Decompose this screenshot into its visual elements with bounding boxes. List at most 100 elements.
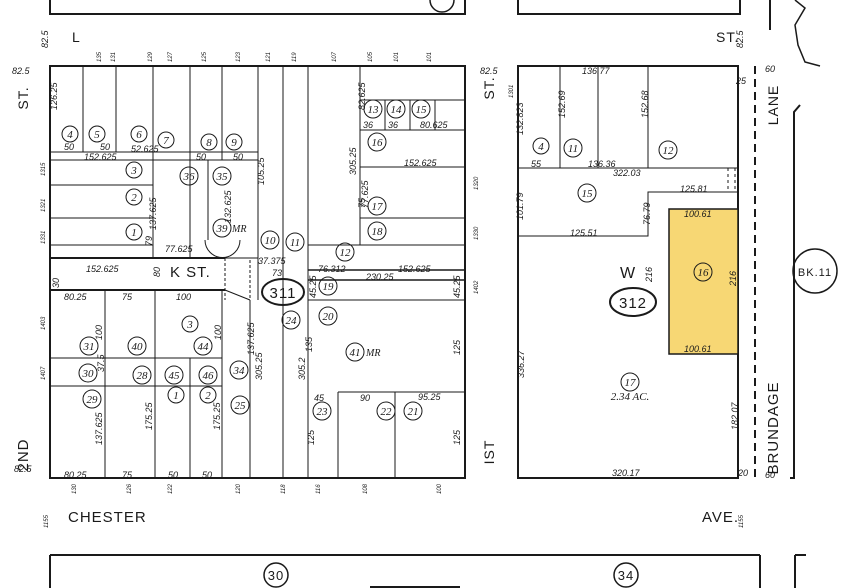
dimension-label: 121 xyxy=(266,52,272,62)
parcel-p28[interactable]: 28 xyxy=(132,365,152,385)
2nd-st-label: ST. xyxy=(15,86,31,109)
block-312-number: 312 xyxy=(619,295,647,312)
block-312-w: W xyxy=(620,265,636,282)
highlighted-parcel-16[interactable] xyxy=(668,208,739,355)
parcel-p7a[interactable]: 7 xyxy=(157,131,175,149)
parcel-p14[interactable]: 14 xyxy=(386,99,406,119)
block-312-lots-b xyxy=(518,191,738,237)
parcel-r4[interactable]: 4 xyxy=(532,137,550,155)
parcel-circle xyxy=(411,99,431,119)
parcel-p39[interactable]: 39 xyxy=(212,218,232,238)
parcel-p46[interactable]: 46 xyxy=(198,365,218,385)
parcel-p17a[interactable]: 17 xyxy=(367,196,387,216)
dimension-label: 100 xyxy=(94,325,104,340)
parcel-p34[interactable]: 34 xyxy=(229,360,249,380)
parcel-r15[interactable]: 15 xyxy=(577,183,597,203)
dimension-label: 101.79 xyxy=(515,192,525,220)
parcel-p21[interactable]: 21 xyxy=(403,401,423,421)
parcel-p3b[interactable]: 3 xyxy=(181,315,199,333)
parcel-p41[interactable]: 41 xyxy=(345,342,365,362)
dimension-label: 50 xyxy=(64,142,74,152)
parcel-circle xyxy=(61,125,79,143)
parcel-p25[interactable]: 25 xyxy=(230,395,250,415)
parcel-p44[interactable]: 44 xyxy=(193,336,213,356)
parcel-p16a[interactable]: 16 xyxy=(367,132,387,152)
dim-label: 82.5 xyxy=(480,66,499,76)
parcel-p36[interactable]: 36 xyxy=(179,166,199,186)
parcel-p6a[interactable]: 6 xyxy=(130,125,148,143)
parcel-39-mr: MR xyxy=(231,224,246,235)
parcel-number: 25 xyxy=(235,400,247,412)
dimension-label: 1403 xyxy=(41,316,47,330)
lot-lines-b xyxy=(50,151,258,246)
parcel-circle xyxy=(82,389,102,409)
parcel-p3a[interactable]: 3 xyxy=(125,161,143,179)
dimension-label: 122 xyxy=(168,483,174,494)
bk-11-circle xyxy=(792,248,838,294)
parcel-p2b[interactable]: 2 xyxy=(199,386,217,404)
dimension-label: 82.5 xyxy=(14,464,33,474)
parcel-p29[interactable]: 29 xyxy=(82,389,102,409)
parcel-p30[interactable]: 30 xyxy=(78,363,98,383)
parcel-p40[interactable]: 40 xyxy=(127,336,147,356)
parcel-p20[interactable]: 20 xyxy=(318,306,338,326)
parcel-r16[interactable]: 16 xyxy=(693,262,713,282)
parcel-p13[interactable]: 13 xyxy=(363,99,383,119)
dimension-label: 82.625 xyxy=(357,81,367,110)
block-312-lots-a xyxy=(518,66,738,169)
parcel-p35[interactable]: 35 xyxy=(212,166,232,186)
parcel-number: 2 xyxy=(205,390,211,402)
parcel-circle xyxy=(212,166,232,186)
dimension-label: 101 xyxy=(394,52,400,62)
dimension-label: 152.625 xyxy=(84,152,118,162)
parcel-number: 39 xyxy=(216,223,229,235)
parcel-p23[interactable]: 23 xyxy=(312,401,332,421)
block-311-number: 311 xyxy=(270,285,297,302)
dimension-label: 1402 xyxy=(474,280,480,294)
parcel-circle xyxy=(693,262,713,282)
2nd-street-label: 2ND xyxy=(15,438,32,471)
parcel-r12[interactable]: 12 xyxy=(658,140,678,160)
parcel-r17[interactable]: 17 xyxy=(620,372,640,392)
parcel-circle xyxy=(125,223,143,241)
parcel-p9a[interactable]: 9 xyxy=(225,133,243,151)
parcel-p22[interactable]: 22 xyxy=(376,401,396,421)
parcel-number: 6 xyxy=(136,129,142,141)
parcel-p11[interactable]: 11 xyxy=(285,232,305,252)
parcel-p24[interactable]: 24 xyxy=(281,310,301,330)
parcel-number: 1 xyxy=(131,227,137,239)
parcel-number: 9 xyxy=(231,137,237,149)
dimension-label: 132.625 xyxy=(223,189,233,223)
parcel-p1a[interactable]: 1 xyxy=(125,223,143,241)
dimension-label: 305.2 xyxy=(297,357,307,380)
parcel-p4a[interactable]: 4 xyxy=(61,125,79,143)
parcel-number: 5 xyxy=(94,129,100,141)
parcel-number: 45 xyxy=(169,370,181,382)
lower-lot-lines-a xyxy=(104,258,284,478)
dimension-label: 100 xyxy=(176,292,191,302)
parcel-p12a[interactable]: 12 xyxy=(335,242,355,262)
upper-block-edge xyxy=(49,0,466,15)
parcel-p5a[interactable]: 5 xyxy=(88,125,106,143)
parcel-p2a[interactable]: 2 xyxy=(125,188,143,206)
parcel-p1b[interactable]: 1 xyxy=(167,386,185,404)
parcel-p19[interactable]: 19 xyxy=(318,276,338,296)
parcel-p31[interactable]: 31 xyxy=(79,336,99,356)
dimension-label: 1301 xyxy=(509,85,515,98)
parcel-circle xyxy=(200,133,218,151)
parcel-r11[interactable]: 11 xyxy=(563,138,583,158)
parcel-number: 15 xyxy=(582,188,594,200)
parcel-number: 2 xyxy=(131,192,137,204)
parcel-circle xyxy=(193,336,213,356)
dimension-label: 137.625 xyxy=(94,411,104,445)
parcel-p45[interactable]: 45 xyxy=(164,365,184,385)
parcel-p10[interactable]: 10 xyxy=(260,230,280,250)
dimension-label: 135 xyxy=(304,336,314,352)
parcel-circle xyxy=(212,218,232,238)
parcel-p18[interactable]: 18 xyxy=(367,221,387,241)
parcel-p15a[interactable]: 15 xyxy=(411,99,431,119)
dimension-label: 1407 xyxy=(41,366,47,380)
parcel-p8a[interactable]: 8 xyxy=(200,133,218,151)
l-street-label: L xyxy=(72,29,81,45)
dimension-label: 105.25 xyxy=(256,156,266,185)
